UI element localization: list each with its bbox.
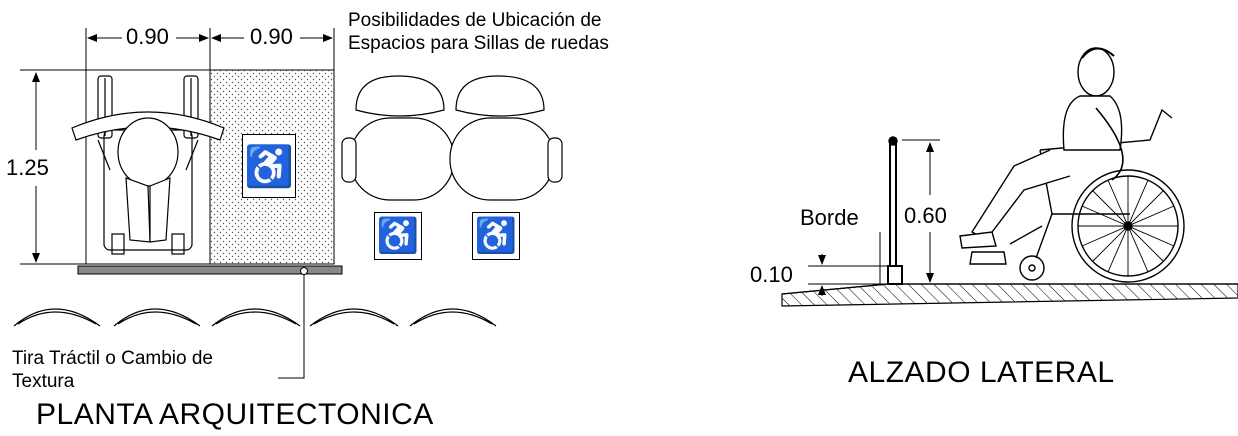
- dim-width-2: 0.90: [250, 24, 293, 49]
- dim-rail-height: 0.60: [904, 203, 947, 228]
- tactile-strip: [77, 265, 343, 379]
- accessibility-icon-seat-2: ♿: [472, 212, 520, 260]
- elevation-floor: [781, 283, 1238, 307]
- note-locations-line1: Posibilidades de Ubicación de: [348, 10, 602, 31]
- dim-width-1: 0.90: [126, 24, 169, 49]
- side-seats: [341, 75, 563, 201]
- dim-depth: 1.25: [6, 155, 49, 180]
- note-locations-line2: Espacios para Sillas de ruedas: [348, 33, 609, 54]
- accessibility-icon-bay: ♿: [242, 134, 296, 198]
- elevation-edge-and-rail: [887, 136, 903, 285]
- plan-title: PLANTA ARQUITECTONICA: [36, 398, 434, 431]
- wheelchair-user-top-view: [71, 75, 225, 255]
- elevation-dimensions: [808, 139, 940, 296]
- elevation-title: ALZADO LATERAL: [848, 356, 1115, 389]
- note-strip-line1: Tira Tráctil o Cambio de: [12, 348, 213, 369]
- dim-edge-height: 0.10: [750, 262, 793, 287]
- label-edge: Borde: [800, 205, 859, 230]
- accessibility-icon-seat-1: ♿: [374, 212, 422, 260]
- seat-row-front: [13, 308, 497, 327]
- plan-dimensions: [20, 28, 335, 265]
- note-strip-line2: Textura: [12, 371, 75, 392]
- wheelchair-user-side-view: [959, 47, 1185, 283]
